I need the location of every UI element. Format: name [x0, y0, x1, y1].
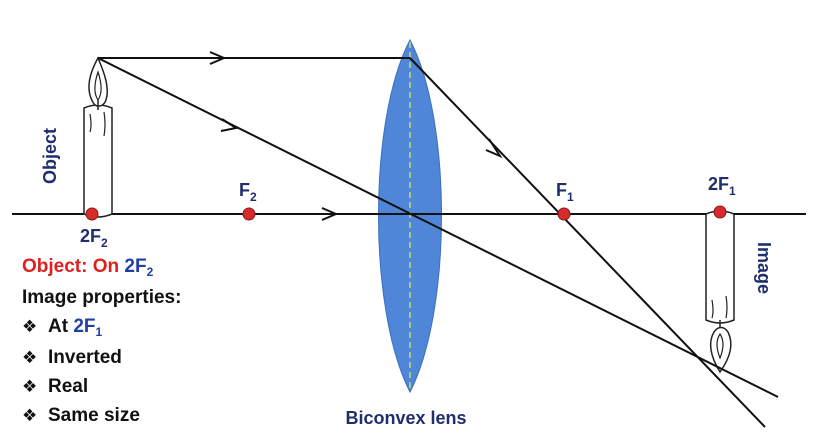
- label-f1-sub: 1: [567, 190, 574, 204]
- object-flame-icon: [88, 56, 109, 107]
- ray-arrow-2: [220, 118, 239, 132]
- ray-through-center: [97, 57, 779, 398]
- property-item-text: Inverted: [48, 347, 122, 368]
- point-2f2: [85, 207, 99, 221]
- axis-arrow: [321, 207, 339, 221]
- image-properties-heading: Image properties:: [22, 283, 262, 312]
- point-2f1: [713, 205, 727, 219]
- property-item-text: At: [48, 316, 74, 337]
- image-properties-heading-text: Image properties:: [22, 287, 182, 308]
- object-position-main: 2F: [124, 256, 147, 277]
- label-2f2-sub: 2: [101, 236, 108, 250]
- image-properties-panel: Object: On 2F2 Image properties: ❖At 2F1…: [22, 252, 262, 430]
- image-flame-icon: [709, 326, 732, 374]
- image-candle: [705, 210, 735, 374]
- property-item-accent: 2F: [73, 316, 96, 337]
- point-f1: [557, 207, 571, 221]
- image-candle-body: [705, 210, 735, 324]
- label-2f1: 2F1: [708, 174, 736, 198]
- object-position-line: Object: On 2F2: [22, 252, 262, 283]
- property-item: ❖ At 2F1: [22, 312, 262, 343]
- label-f1-main: F: [556, 180, 567, 200]
- label-2f1-main: 2F: [708, 174, 729, 194]
- property-item-accent-sub: 1: [95, 325, 103, 339]
- property-item: ❖ Same size: [22, 401, 262, 430]
- label-f1: F1: [556, 180, 574, 204]
- object-candle-body: [83, 104, 113, 218]
- object-candle: [83, 56, 113, 218]
- diamond-bullet-icon: ❖: [22, 377, 38, 396]
- image-label: Image: [754, 242, 774, 294]
- property-item-text: Same size: [48, 405, 140, 426]
- diamond-bullet-icon: ❖: [22, 317, 38, 336]
- object-position-sub: 2: [146, 265, 154, 279]
- light-rays: [97, 51, 779, 428]
- object-label: Object: [40, 128, 60, 184]
- property-item: ❖ Real: [22, 372, 262, 401]
- property-item-text: Real: [48, 376, 89, 397]
- property-item: ❖ Inverted: [22, 343, 262, 372]
- ray-arrow-1: [209, 51, 227, 65]
- object-position-prefix: Object: On: [22, 256, 125, 277]
- ray-arrow-3: [485, 138, 503, 159]
- diamond-bullet-icon: ❖: [22, 348, 38, 367]
- lens-caption: Biconvex lens: [345, 408, 466, 428]
- label-2f2-main: 2F: [80, 226, 101, 246]
- diamond-bullet-icon: ❖: [22, 406, 38, 425]
- point-f2: [242, 207, 256, 221]
- ray-through-f1: [409, 57, 766, 428]
- focal-points: [85, 205, 727, 221]
- label-2f2: 2F2: [80, 226, 108, 250]
- label-2f1-sub: 1: [729, 184, 736, 198]
- label-f2-main: F: [239, 180, 250, 200]
- label-f2: F2: [239, 180, 257, 204]
- label-f2-sub: 2: [250, 190, 257, 204]
